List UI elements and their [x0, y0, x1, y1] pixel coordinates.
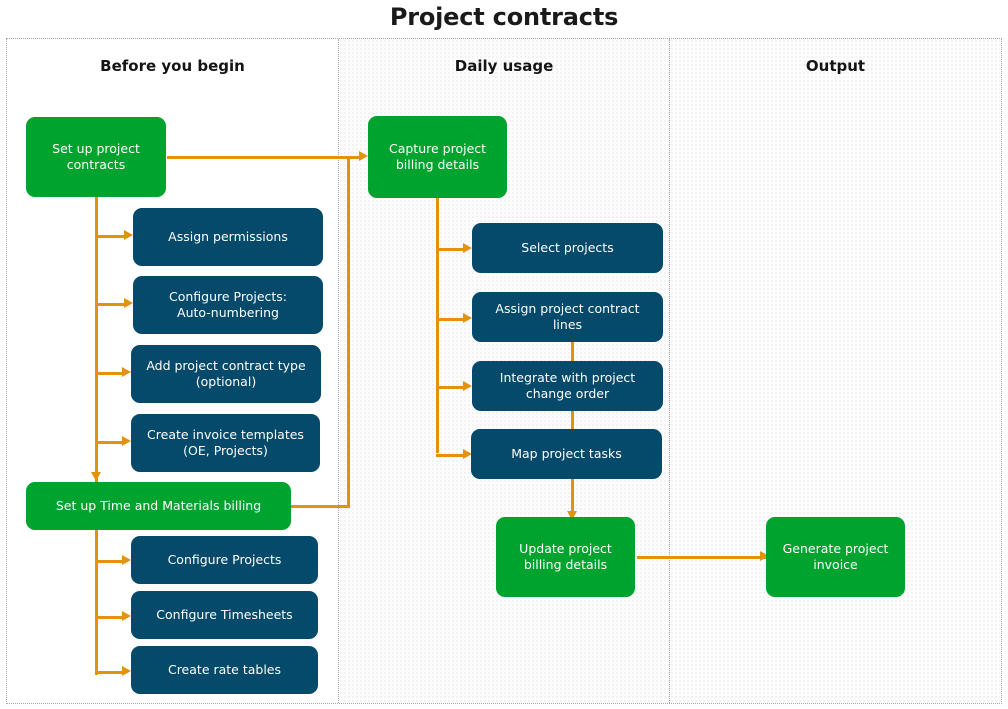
arrowhead-create-invoice-templates	[122, 436, 131, 446]
node-create-invoice-templates[interactable]: Create invoice templates (OE, Projects)	[131, 414, 320, 472]
connector-capture-trunk	[436, 198, 439, 453]
diagram-frame: Before you begin Daily usage Output	[6, 38, 1002, 704]
connector-to-assign-contract-lines	[436, 318, 466, 321]
node-add-project-contract-type[interactable]: Add project contract type (optional)	[131, 345, 321, 403]
connector-to-configure-projects	[95, 560, 125, 563]
arrowhead-setup-time-materials	[90, 472, 101, 481]
connector-to-configure-timesheets	[95, 616, 125, 619]
node-generate-project-invoice[interactable]: Generate project invoice	[766, 517, 905, 597]
connector-to-assign-permissions	[95, 235, 127, 238]
node-update-project-billing-details[interactable]: Update project billing details	[496, 517, 635, 597]
arrowhead-configure-projects-auto	[124, 298, 133, 308]
connector-integrate-to-map	[571, 410, 574, 432]
node-integrate-with-project-change-order[interactable]: Integrate with project change order	[472, 361, 663, 411]
connector-time-materials-right	[291, 505, 350, 508]
node-setup-project-contracts[interactable]: Set up project contracts	[26, 117, 166, 197]
connector-map-to-update	[571, 479, 574, 517]
node-capture-project-billing-details[interactable]: Capture project billing details	[368, 116, 507, 198]
connector-setup-contracts-to-capture	[167, 156, 363, 159]
node-select-projects[interactable]: Select projects	[472, 223, 663, 273]
column-output: Output	[670, 39, 1001, 703]
arrowhead-add-contract-type	[122, 367, 131, 377]
arrowhead-assign-permissions	[124, 230, 133, 240]
node-configure-projects-auto-numbering[interactable]: Configure Projects: Auto-numbering	[133, 276, 323, 334]
node-assign-project-contract-lines[interactable]: Assign project contract lines	[472, 292, 663, 342]
connector-to-configure-projects-auto	[95, 303, 127, 306]
connector-to-select-projects	[436, 248, 466, 251]
node-setup-time-and-materials-billing[interactable]: Set up Time and Materials billing	[26, 482, 291, 530]
connector-assign-lines-to-integrate	[571, 342, 574, 364]
node-map-project-tasks[interactable]: Map project tasks	[471, 429, 662, 479]
arrowhead-generate-project-invoice	[760, 551, 769, 561]
connector-to-add-contract-type	[95, 372, 125, 375]
arrowhead-map-project-tasks	[463, 449, 472, 459]
connector-to-create-invoice-templates	[95, 441, 125, 444]
connector-update-to-generate	[637, 556, 767, 559]
arrowhead-assign-contract-lines	[463, 313, 472, 323]
node-configure-timesheets[interactable]: Configure Timesheets	[131, 591, 318, 639]
arrowhead-configure-timesheets	[122, 611, 131, 621]
column-before-you-begin: Before you begin	[7, 39, 338, 703]
arrowhead-create-rate-tables	[122, 666, 131, 676]
connector-time-materials-trunk	[95, 530, 98, 675]
column-header-before-you-begin: Before you begin	[100, 57, 245, 75]
arrowhead-configure-projects	[122, 555, 131, 565]
node-configure-projects[interactable]: Configure Projects	[131, 536, 318, 584]
column-header-daily-usage: Daily usage	[454, 57, 554, 75]
node-assign-permissions[interactable]: Assign permissions	[133, 208, 323, 266]
connector-time-materials-up	[347, 156, 350, 508]
column-header-output: Output	[805, 57, 866, 75]
connector-to-create-rate-tables	[95, 671, 125, 674]
arrowhead-select-projects	[463, 243, 472, 253]
connector-setup-contracts-trunk	[95, 195, 98, 483]
arrowhead-integrate-change-order	[463, 381, 472, 391]
arrowhead-capture-billing	[359, 151, 368, 161]
node-create-rate-tables[interactable]: Create rate tables	[131, 646, 318, 694]
arrowhead-update-billing-details	[566, 511, 577, 520]
page-title: Project contracts	[389, 3, 619, 31]
connector-to-map-project-tasks	[436, 454, 466, 457]
connector-to-integrate-change-order	[436, 386, 466, 389]
